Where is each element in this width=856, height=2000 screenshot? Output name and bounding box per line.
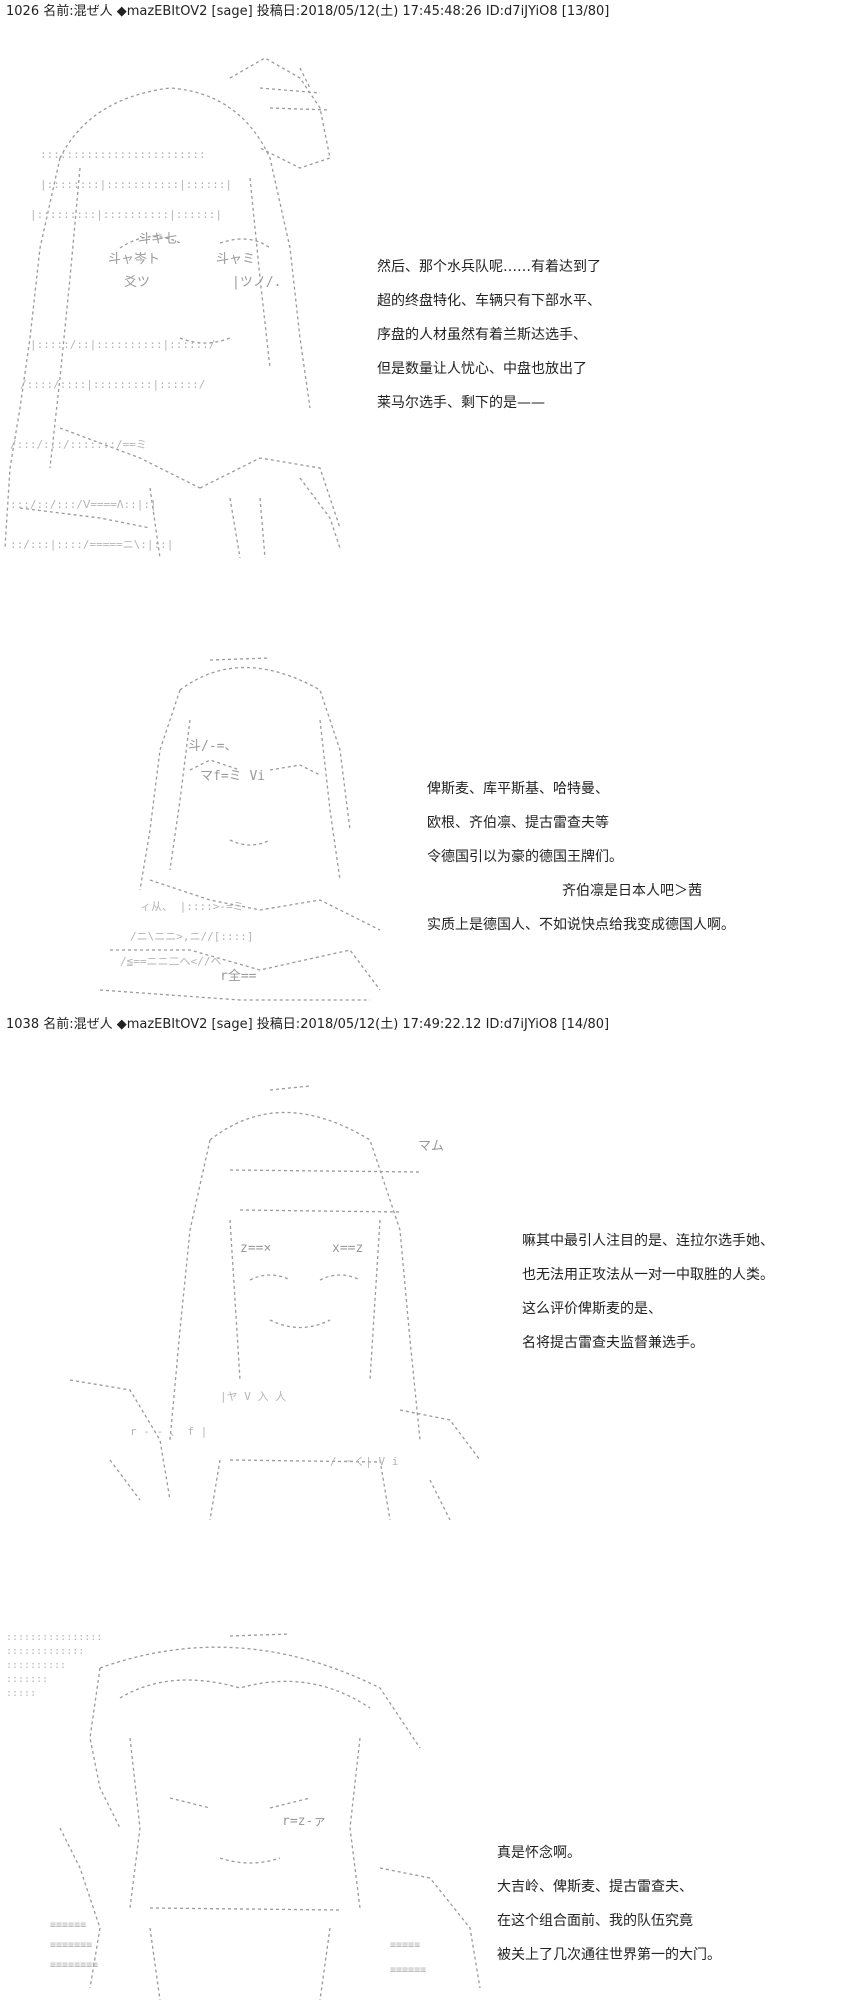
dialog-block: 俾斯麦、库平斯基、哈特曼、 欧根、齐伯凛、提古雷查夫等 令德国引以为豪的德国王牌… — [427, 772, 735, 942]
dialog-line: 然后、那个水兵队呢……有着达到了 — [377, 259, 601, 275]
svg-text:ィ从、 |::::>-=ミ: ィ从、 |::::>-=ミ — [140, 900, 244, 913]
art-label: マf=ミ Vi — [200, 769, 265, 784]
svg-text::::::: ::::: — [6, 1688, 36, 1699]
svg-text:≡≡≡≡≡≡≡≡: ≡≡≡≡≡≡≡≡ — [50, 1960, 98, 1971]
svg-text:≡≡≡≡≡≡: ≡≡≡≡≡≡ — [50, 1920, 86, 1931]
ascii-art-character: 斗キ七 斗ャ岑ト 斗ャミ 爻ツ |ツノ/. ::::::::::::::::::… — [0, 48, 380, 558]
dialog-line: 令德国引以为豪的德国王牌们。 — [427, 849, 623, 865]
ascii-art-character: z==× x==z マム r - - 、 f | |ヤ V 入 人 / ーく| … — [70, 1080, 490, 1540]
dialog-line: 名将提古雷查夫监督兼选手。 — [522, 1335, 704, 1351]
dialog-line: 欧根、齐伯凛、提古雷查夫等 — [427, 815, 609, 831]
svg-text:/ニ\ニニ>,ニ//[::::]: /ニ\ニニ>,ニ//[::::] — [130, 930, 253, 943]
svg-text:|ヤ V 入 人: |ヤ V 入 人 — [220, 1390, 286, 1403]
dialog-line: 莱马尔选手、剩下的是—— — [377, 395, 545, 411]
dialog-line: 俾斯麦、库平斯基、哈特曼、 — [427, 781, 609, 797]
dialog-line: 实质上是德国人、不如说快点给我变成德国人啊。 — [427, 917, 735, 933]
dialog-line: 这么评价俾斯麦的是、 — [522, 1301, 662, 1317]
svg-text:/ ーく| V i: / ーく| V i — [330, 1455, 398, 1468]
svg-text::::::::::::::::::::::::::: ::::::::::::::::::::::::: — [40, 148, 206, 161]
art-label: r全== — [220, 968, 257, 984]
svg-text:|:::::::::|::::::::::|::::::|: |:::::::::|::::::::::|::::::| — [30, 208, 222, 221]
dialog-line: 超的终盘特化、车辆只有下部水平、 — [377, 293, 601, 309]
svg-text:/::::/::::|:::::::::|::::::/: /::::/::::|:::::::::|::::::/ — [20, 378, 205, 391]
svg-text::::::::: ::::::: — [6, 1674, 48, 1685]
art-label: |ツノ/. — [232, 275, 281, 290]
dialog-block: 然后、那个水兵队呢……有着达到了 超的终盘特化、车辆只有下部水平、 序盘的人材虽… — [377, 250, 601, 420]
svg-text:≡≡≡≡≡: ≡≡≡≡≡ — [390, 1940, 420, 1951]
art-label: 斗/-=、 — [188, 739, 237, 754]
svg-text:|::::::::|:::::::::::|::::::|: |::::::::|:::::::::::|::::::| — [40, 178, 232, 191]
art-label: マム — [418, 1139, 444, 1154]
svg-text:::::::::::: :::::::::: — [6, 1660, 66, 1671]
art-label: x==z — [332, 1241, 363, 1256]
ascii-art-character: :::::::::::::::: ::::::::::::: :::::::::… — [0, 1628, 490, 2000]
dialog-line: 在这个组合面前、我的队伍究竟 — [497, 1913, 693, 1929]
post-header: 1038 名前:混ぜ人 ◆mazEBItOV2 [sage] 投稿日:2018/… — [6, 1017, 610, 1032]
svg-text::::::::::::::: ::::::::::::: — [6, 1646, 84, 1657]
svg-text:/:::/:::/:::::::/==ミ: /:::/:::/:::::::/==ミ — [10, 438, 147, 451]
ascii-art-character: 斗/-=、 マf=ミ Vi r全== ィ从、 |::::>-=ミ /ニ\ニニ>,… — [90, 650, 390, 1010]
svg-text:r - - 、 f |: r - - 、 f | — [130, 1425, 207, 1438]
art-label: 爻ツ — [124, 275, 150, 290]
svg-text:≡≡≡≡≡≡: ≡≡≡≡≡≡ — [390, 1965, 426, 1976]
art-label: r=z-ァ — [282, 1814, 326, 1829]
svg-text:/≦==ニニ二へ<//ヘ: /≦==ニニ二へ<//ヘ — [120, 955, 221, 968]
svg-text:::::::::::::::::: :::::::::::::::: — [6, 1632, 102, 1643]
dialog-line: 被关上了几次通往世界第一的大门。 — [497, 1947, 721, 1963]
dialog-line: 也无法用正攻法从一对一中取胜的人类。 — [522, 1267, 774, 1283]
dialog-line: 真是怀念啊。 — [497, 1845, 581, 1861]
svg-text:|:::::/::|::::::::::|::::::/: |:::::/::|::::::::::|::::::/ — [30, 338, 215, 351]
dialog-block: 嘛其中最引人注目的是、连拉尔选手她、 也无法用正攻法从一对一中取胜的人类。 这么… — [522, 1224, 774, 1360]
svg-text:≡≡≡≡≡≡≡: ≡≡≡≡≡≡≡ — [50, 1940, 92, 1951]
art-label: 斗ャ岑ト — [108, 252, 160, 267]
art-label: 斗キ七 — [138, 232, 177, 247]
svg-text:::/:::|::::/=====ニ\:|::|: ::/:::|::::/=====ニ\:|::| — [10, 538, 173, 551]
dialog-line: 但是数量让人忧心、中盘也放出了 — [377, 361, 587, 377]
dialog-line: 大吉岭、俾斯麦、提古雷查夫、 — [497, 1879, 693, 1895]
post-header: 1026 名前:混ぜ人 ◆mazEBItOV2 [sage] 投稿日:2018/… — [6, 4, 610, 19]
dialog-line: 序盘的人材虽然有着兰斯达选手、 — [377, 327, 587, 343]
dialog-block: 真是怀念啊。 大吉岭、俾斯麦、提古雷查夫、 在这个组合面前、我的队伍究竟 被关上… — [497, 1836, 721, 1972]
art-label: z==× — [240, 1241, 271, 1256]
art-label: 斗ャミ — [216, 252, 255, 267]
dialog-line: 嘛其中最引人注目的是、连拉尔选手她、 — [522, 1233, 774, 1249]
svg-text::::/::/:::/Ⅴ====Λ::|:|: :::/::/:::/Ⅴ====Λ::|:| — [10, 498, 157, 511]
dialog-line: 齐伯凛是日本人吧＞茜 — [562, 883, 702, 899]
